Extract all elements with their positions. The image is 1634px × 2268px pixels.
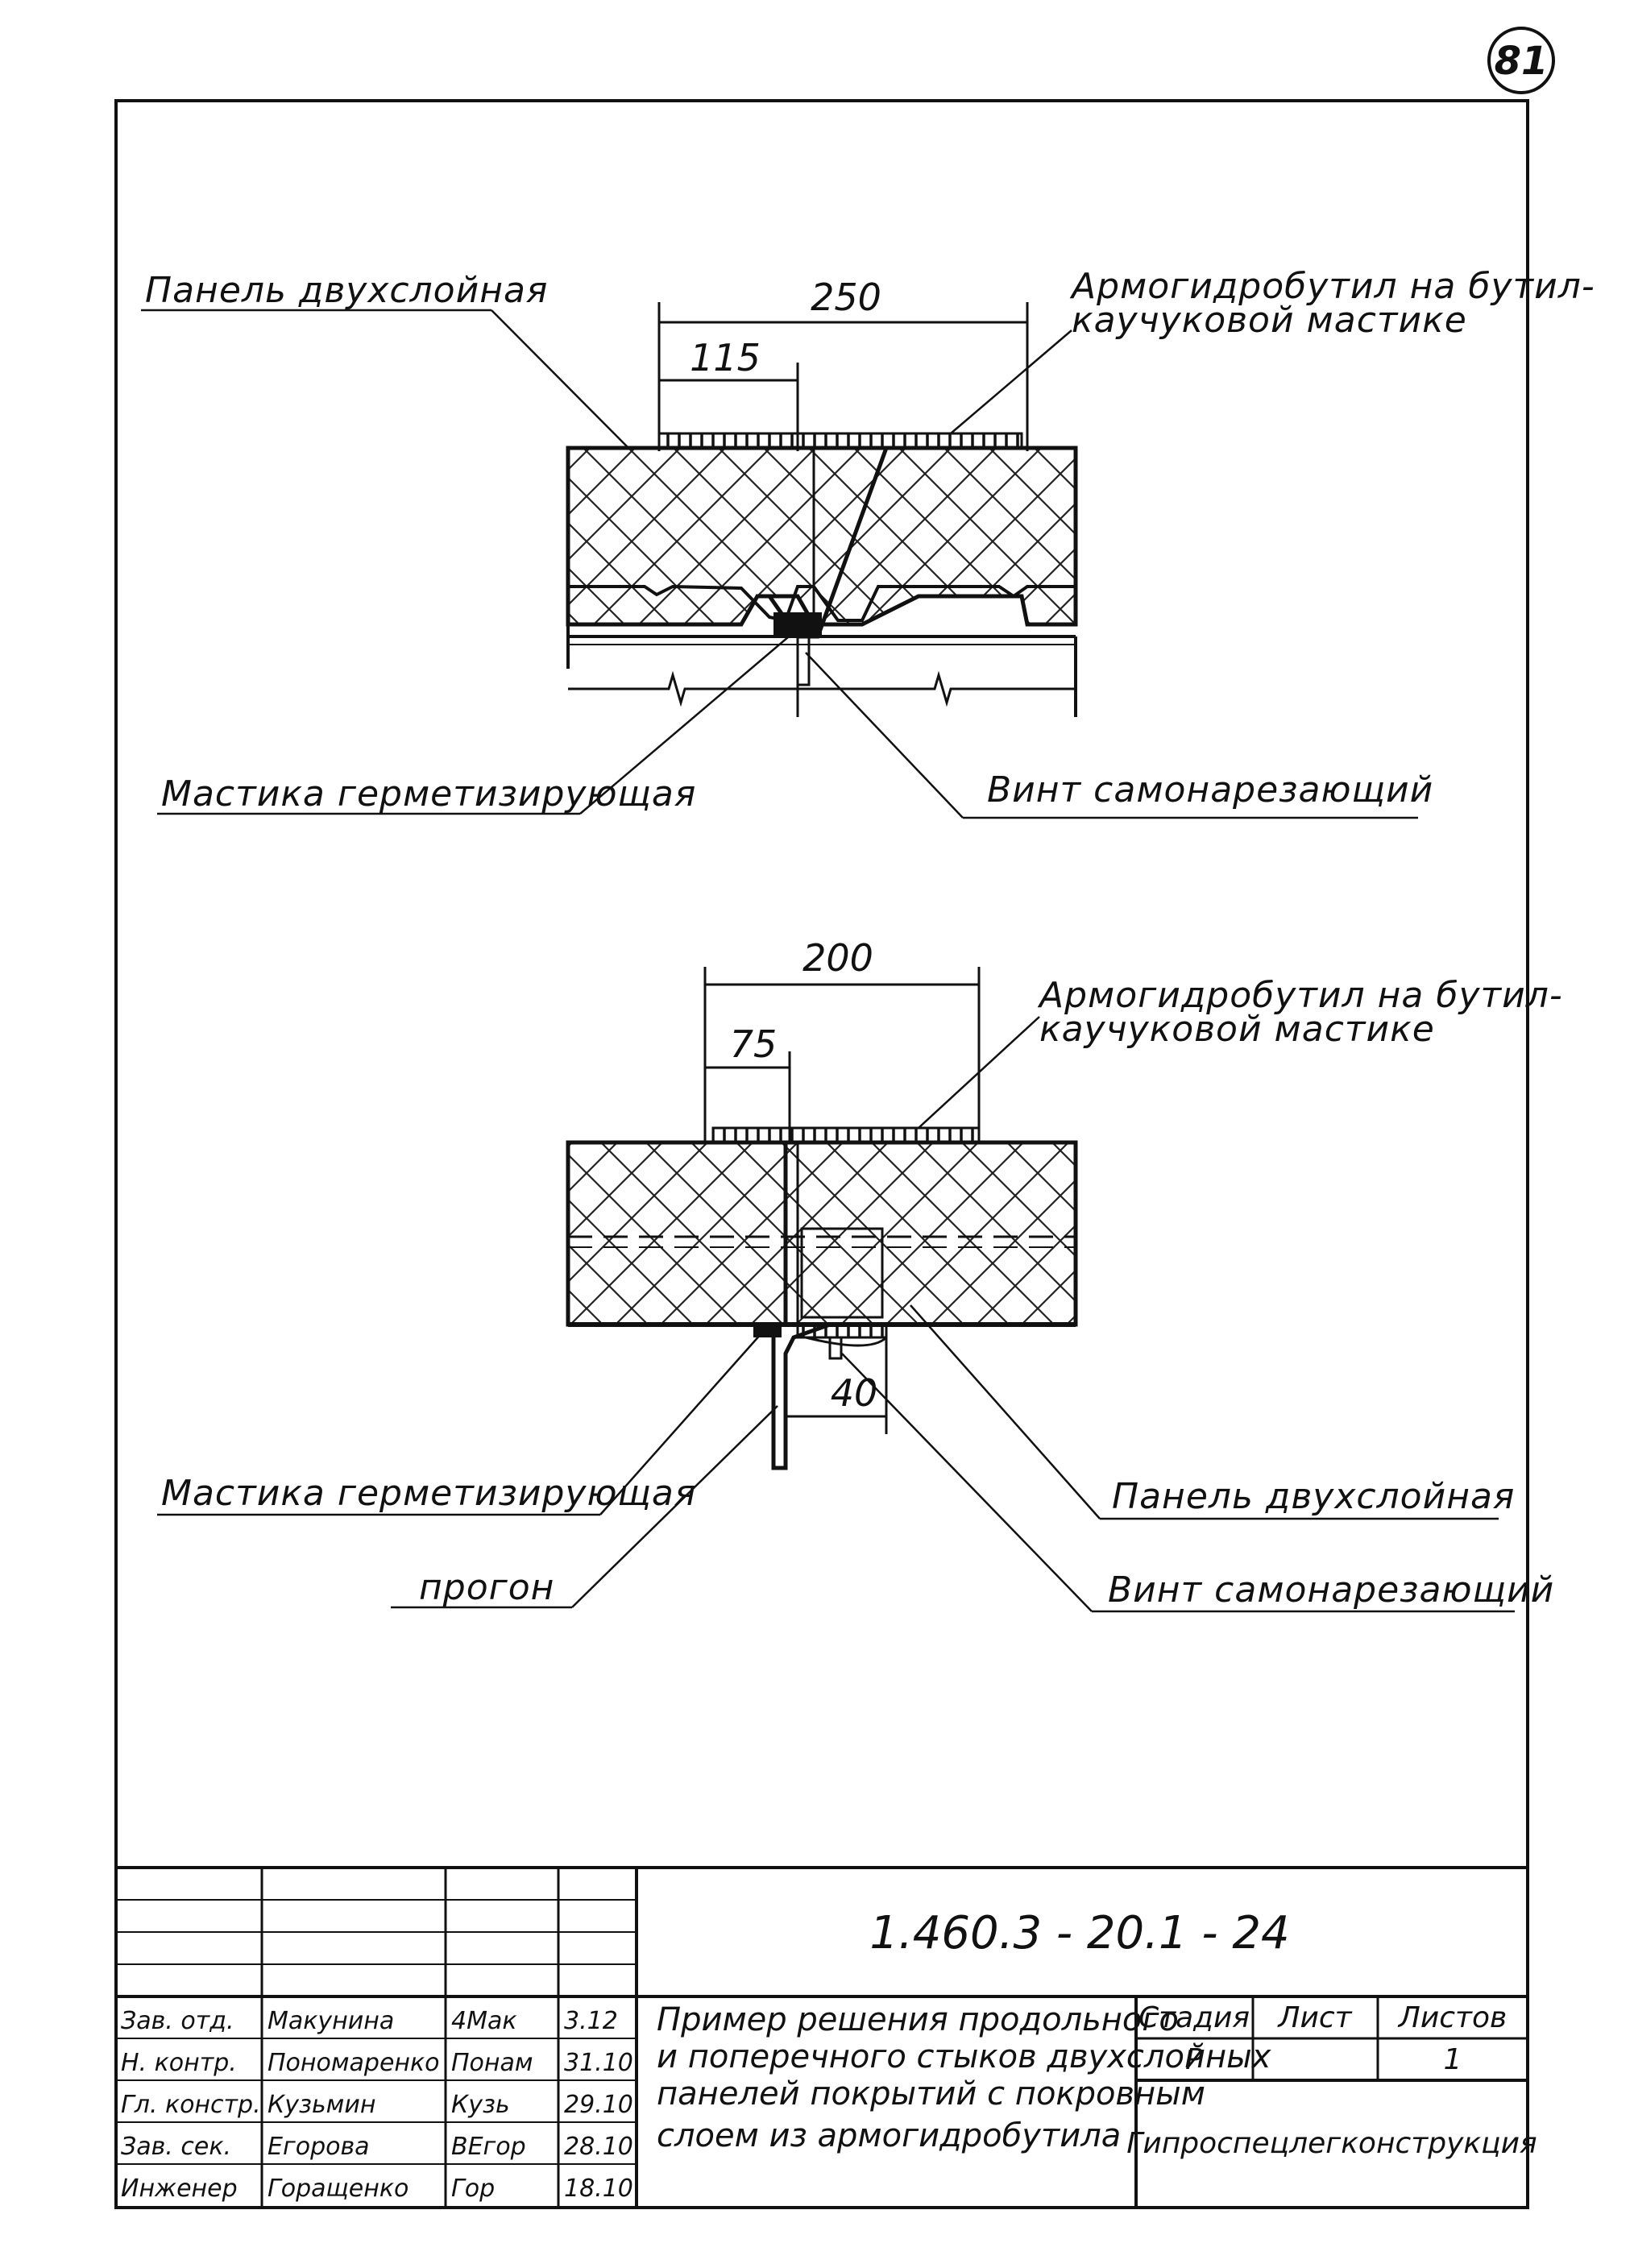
purlin-flange [796, 1323, 888, 1339]
sig-date-4: 28.10 [564, 2133, 633, 2161]
insert-block [800, 1227, 884, 1319]
detail-longitudinal-joint: 250 115 Панель двухслойная Армогидробути… [141, 266, 1595, 819]
label-sealant-bottom: Мастика герметизирующая [161, 1473, 696, 1514]
title-line-1: Пример решения продольного [657, 2001, 1179, 2038]
dim-40: 40 [831, 1371, 878, 1415]
label-screw-top: Винт самонарезающий [987, 769, 1433, 811]
title-line-2: и поперечного стыков двухслойных [657, 2038, 1271, 2075]
label-membrane-bottom-1: Армогидробутил на бутил- [1037, 975, 1563, 1016]
label-membrane-bottom-2: каучуковой мастике [1039, 1009, 1435, 1050]
leader-purlin [571, 1405, 778, 1608]
sheet-number: 81 [1495, 39, 1549, 84]
organization-name: Гипроспецлегконструкция [1126, 2127, 1537, 2160]
label-membrane-top-1: Армогидробутил на бутил- [1069, 266, 1595, 307]
sig-date-5: 18.10 [564, 2175, 633, 2203]
dim-200: 200 [802, 936, 873, 980]
sig-sign-4: ВЕгор [451, 2133, 526, 2161]
leader-membrane-bottom [918, 1016, 1040, 1129]
sig-role-2: Н. контр. [121, 2049, 237, 2077]
sig-role-3: Гл. констр. [121, 2091, 261, 2119]
label-panel-bottom: Панель двухслойная [1112, 1476, 1515, 1517]
sheet-number-circle [1487, 27, 1555, 94]
screw-bottom [828, 1336, 843, 1360]
leader-screw-top [805, 652, 964, 819]
title-line-3: панелей покрытий с покровным [657, 2075, 1205, 2113]
profiled-sheet-top [568, 584, 1076, 623]
dim-115: 115 [690, 336, 761, 379]
sig-name-5: Горащенко [267, 2175, 408, 2203]
sig-date-3: 29.10 [564, 2091, 633, 2119]
panel-insulation-top [566, 446, 1078, 627]
label-membrane-top-2: каучуковой мастике [1072, 300, 1467, 341]
sig-sign-2: Понам [451, 2049, 533, 2077]
sheet-number-stamp: 81 [1487, 27, 1555, 94]
label-panel-top: Панель двухслойная [145, 270, 548, 311]
sheets-header: Листов [1397, 2001, 1507, 2034]
membrane-bottom [711, 1126, 981, 1144]
sheet-header: Лист [1276, 2001, 1352, 2034]
sig-sign-3: Кузь [451, 2091, 510, 2119]
membrane-top [657, 432, 1023, 450]
sig-sign-1: 4Мак [451, 2007, 516, 2035]
sealant-bottom [753, 1325, 782, 1337]
sig-name-1: Макунина [267, 2007, 394, 2035]
sig-date-1: 3.12 [564, 2007, 618, 2035]
sheets-value: 1 [1444, 2043, 1462, 2076]
stage-value: Р [1185, 2043, 1203, 2076]
sig-sign-5: Гор [451, 2175, 495, 2203]
label-sealant-top: Мастика герметизирующая [161, 773, 696, 815]
sig-name-2: Пономаренко [267, 2049, 440, 2077]
sig-date-2: 31.10 [564, 2049, 633, 2077]
label-screw-bottom: Винт самонарезающий [1108, 1569, 1554, 1611]
title-line-4: слоем из армогидробутила [657, 2117, 1121, 2154]
leader-panel-bottom [910, 1304, 1101, 1520]
sig-role-5: Инженер [121, 2175, 238, 2203]
leader-panel-top [491, 309, 629, 449]
document-code: 1.460.3 - 20.1 - 24 [869, 1907, 1289, 1959]
dim-250: 250 [811, 276, 881, 319]
purlin-angle [771, 1322, 831, 1470]
stage-header: Стадия [1138, 2001, 1250, 2034]
leader-sealant-bottom [599, 1333, 762, 1515]
sealant-top [773, 612, 822, 635]
sig-role-4: Зав. сек. [121, 2133, 231, 2161]
leader-screw-bottom [841, 1353, 1093, 1612]
sig-name-4: Егорова [267, 2133, 370, 2161]
sig-role-1: Зав. отд. [121, 2007, 234, 2035]
title-block: 1.460.3 - 20.1 - 24 Пример решения продо… [114, 1866, 1537, 2209]
leader-membrane-top [950, 330, 1072, 434]
leader-sealant-top [579, 632, 794, 815]
sig-name-3: Кузьмин [267, 2091, 375, 2119]
detail-transverse-joint: 200 75 40 Армогидробутил на бутил- каучу… [157, 936, 1563, 1613]
panel-insulation-bottom [566, 1140, 1078, 1327]
break-line-top [568, 670, 1076, 707]
dim-75: 75 [730, 1022, 778, 1066]
purlin-fillet [805, 1336, 888, 1347]
label-purlin: прогон [419, 1567, 554, 1608]
